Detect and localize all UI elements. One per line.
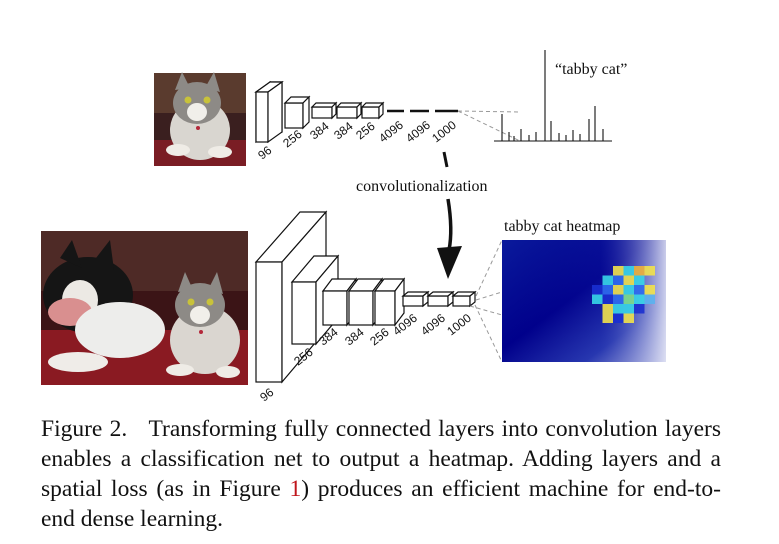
output-class-scores (494, 50, 612, 142)
top-network (254, 80, 385, 144)
top-layer-256b-block (360, 101, 385, 120)
heatmap-cell (634, 294, 645, 304)
heatmap-cell (644, 294, 655, 304)
top-layer-384a-block (310, 101, 338, 120)
heatmap-cell (613, 275, 624, 285)
bottom-layer-4096a-block (401, 290, 430, 308)
heatmap-title: tabby cat heatmap (504, 218, 620, 235)
heatmap-cell (613, 313, 624, 323)
caption-text-before-ref: Transforming fully connected layers into… (41, 416, 722, 502)
heatmap-cell (602, 304, 613, 314)
bottom-label-384b: 384 (342, 325, 367, 349)
heatmap-cell (592, 285, 603, 295)
top-label-4096b: 4096 (403, 118, 433, 146)
top-label-1000: 1000 (429, 118, 459, 146)
top-label-96: 96 (255, 143, 274, 162)
top-layer-96-block (254, 80, 284, 144)
heatmap-cell (613, 266, 624, 276)
bottom-layer-1000-block (451, 290, 477, 308)
heatmap-cell (602, 285, 613, 295)
heatmap-cell (634, 266, 645, 276)
heatmap-cell (644, 266, 655, 276)
convolutionalization-label: convolutionalization (356, 178, 488, 195)
bottom-layer-256b-block (373, 277, 406, 327)
bottom-label-1000: 1000 (444, 311, 474, 339)
bottom-label-256b: 256 (367, 325, 392, 349)
bottom-layer-4096b-block (426, 290, 455, 308)
heatmap-cell (634, 275, 645, 285)
figure-2-diagram: 96 256 384 384 256 4096 4096 1000 “tabby… (41, 50, 666, 404)
bottom-network (254, 210, 477, 384)
heatmap-cell (623, 304, 634, 314)
heatmap-cell (623, 313, 634, 323)
heatmap-cell (602, 294, 613, 304)
heatmap-cell (613, 294, 624, 304)
heatmap-cell (623, 275, 634, 285)
heatmap-cell (634, 304, 645, 314)
figure-1-reference-link[interactable]: 1 (289, 476, 302, 502)
bottom-label-96: 96 (257, 385, 276, 404)
heatmap-cell (623, 266, 634, 276)
top-label-4096a: 4096 (376, 118, 406, 146)
figure-caption: Figure 2. Transforming fully connected l… (41, 414, 721, 534)
tabby-cat-heatmap (502, 240, 666, 362)
heatmap-activation-cells (592, 266, 655, 323)
heatmap-cell (623, 285, 634, 295)
heatmap-cell (644, 285, 655, 295)
top-to-output-dashes (457, 110, 521, 142)
heatmap-cell (613, 285, 624, 295)
top-label-256: 256 (280, 127, 305, 151)
bottom-to-heatmap-dashes (469, 239, 503, 363)
convolutionalization-arrow (437, 151, 462, 279)
top-label-256b: 256 (353, 119, 378, 143)
caption-text-after-ref: ) produces an efficient machine for end-… (41, 476, 721, 532)
tabby-cat-photo (154, 72, 246, 166)
heatmap-cell (613, 304, 624, 314)
output-label-tabby-cat: “tabby cat” (555, 61, 627, 78)
caption-label: Figure 2. (41, 416, 128, 442)
heatmap-cell (602, 313, 613, 323)
heatmap-cell (592, 294, 603, 304)
top-label-384b: 384 (331, 119, 356, 143)
top-layer-256-block (283, 95, 311, 130)
bottom-label-4096b: 4096 (418, 311, 448, 339)
heatmap-cell (634, 285, 645, 295)
dog-and-cat-photo (41, 231, 248, 385)
top-layer-384b-block (335, 101, 363, 120)
heatmap-cell (602, 275, 613, 285)
top-label-384a: 384 (307, 119, 332, 143)
heatmap-cell (623, 294, 634, 304)
